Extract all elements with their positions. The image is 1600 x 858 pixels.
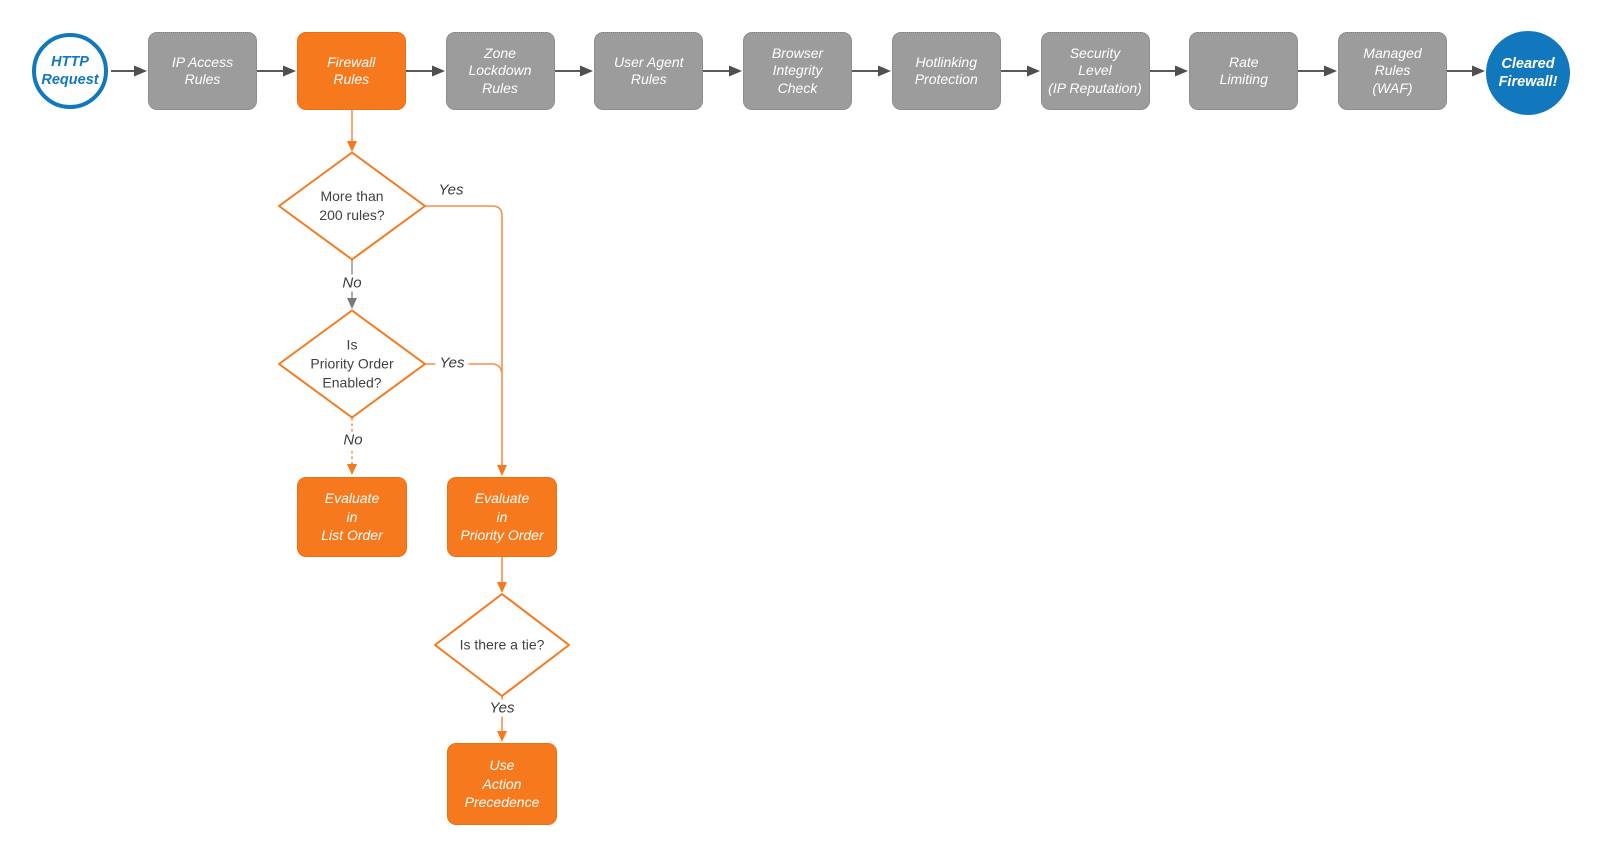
decision-more-than-200-rules-shape [278,151,426,261]
stage-zone-lockdown-rules: Zone Lockdown Rules [445,32,555,110]
edge-label-yes-priority-order: Yes [435,354,469,372]
stage-ip-access-rules: IP Access Rules [148,32,257,110]
connector-yes-200-to-priority-order-box [425,205,507,476]
action-evaluate-in-priority-order: Evaluate in Priority Order [447,477,557,557]
stage-managed-rules-waf: Managed Rules (WAF) [1338,32,1447,110]
stage-browser-integrity-check: Browser Integrity Check [743,32,852,110]
stage-user-agent-rules: User Agent Rules [594,32,704,110]
decision-more-than-200-rules-label: More than 200 rules? [319,188,385,223]
action-use-action-precedence: Use Action Precedence [447,743,557,825]
connector-yes-priority-join [425,363,503,373]
stage-hotlinking-protection: Hotlinking Protection [891,32,1001,110]
edge-label-no-more-than-200: No [338,274,366,292]
decision-priority-order-enabled-shape [278,309,426,419]
edge-label-yes-tie: Yes [485,699,519,717]
end-node-cleared-firewall: Cleared Firewall! [1486,31,1570,115]
decision-is-there-a-tie-label: Is there a tie? [459,636,545,653]
edge-label-no-priority-order: No [339,431,367,449]
start-node-http-request: HTTP Request [32,33,108,109]
stage-security-level-ip-reputation: Security Level (IP Reputation) [1040,32,1150,110]
edge-label-yes-more-than-200: Yes [434,181,468,199]
action-evaluate-in-list-order: Evaluate in List Order [297,477,407,557]
stage-firewall-rules: Firewall Rules [296,32,406,110]
stage-rate-limiting: Rate Limiting [1189,32,1299,110]
decision-priority-order-enabled-label: Is Priority Order Enabled? [310,336,394,391]
decision-is-there-a-tie-shape [434,593,570,697]
